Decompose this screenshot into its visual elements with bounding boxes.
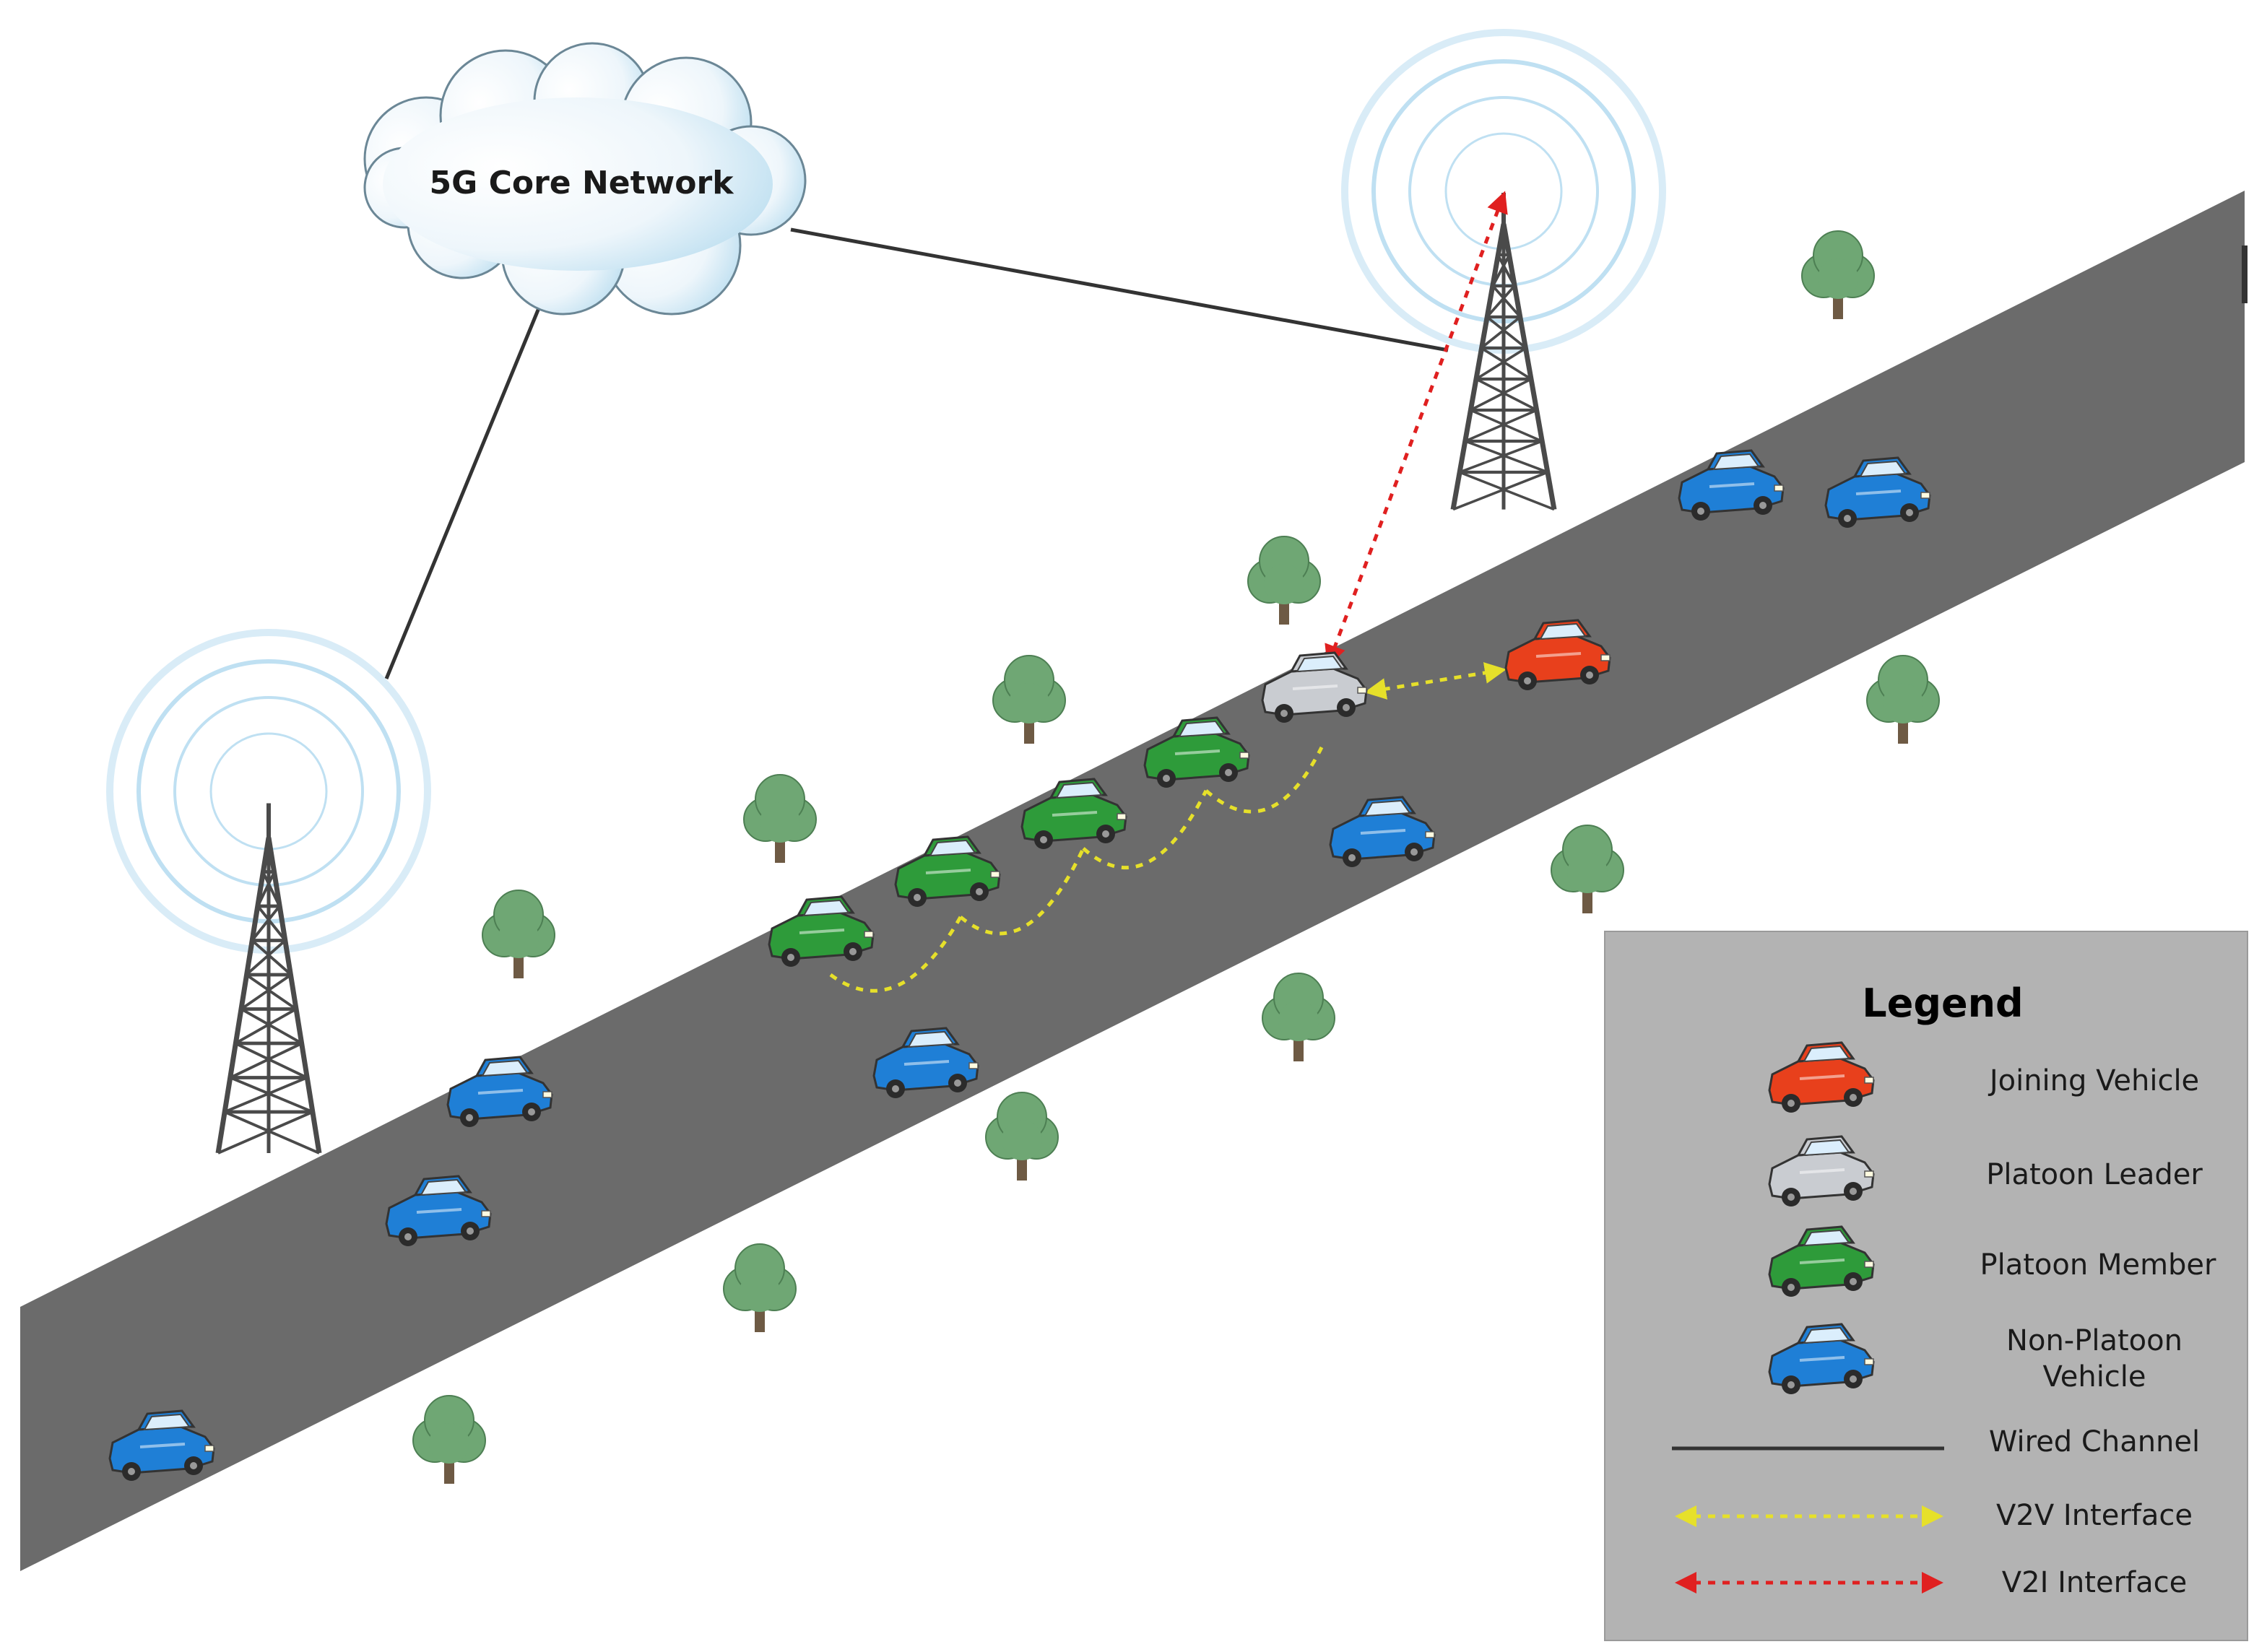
road-end-marker — [2242, 245, 2248, 303]
tree — [1247, 536, 1321, 625]
road — [20, 191, 2245, 1571]
legend-platoon-leader-label: Platoon Leader — [1986, 1158, 2203, 1191]
legend-non-platoon-label-line1: Non-Platoon — [2006, 1324, 2183, 1357]
legend-wired-channel-label: Wired Channel — [1989, 1425, 2200, 1458]
5g-core-network-cloud: 5G Core Network — [363, 42, 807, 316]
tree — [1551, 825, 1624, 914]
tree — [985, 1092, 1059, 1181]
v2i-interface-leader-tower — [1325, 191, 1508, 667]
tree — [482, 890, 555, 979]
tree — [1262, 973, 1335, 1062]
wired-channel-cloud-left-tower — [384, 292, 547, 679]
tree — [1801, 230, 1875, 320]
cell-tower-right — [1453, 193, 1554, 510]
legend-v2i-interface-label: V2I Interface — [2002, 1566, 2187, 1599]
tree — [1866, 655, 1940, 744]
wired-channel-cloud-right-tower — [790, 227, 1449, 352]
tree — [412, 1395, 486, 1484]
legend-title: Legend — [1862, 981, 2023, 1026]
legend: Legend Joining Vehicle Platoon Leader Pl… — [1604, 931, 2248, 1641]
legend-platoon-member-label: Platoon Member — [1980, 1248, 2217, 1282]
tree — [743, 774, 817, 864]
tree — [992, 655, 1066, 744]
legend-box — [1604, 931, 2248, 1641]
cell-tower-left — [218, 804, 319, 1154]
cloud-label: 5G Core Network — [430, 165, 735, 201]
legend-non-platoon-label-line2: Vehicle — [2042, 1360, 2146, 1394]
legend-joining-vehicle-label: Joining Vehicle — [1988, 1064, 2199, 1097]
tree — [723, 1243, 797, 1333]
legend-v2v-interface-label: V2V Interface — [1996, 1499, 2193, 1532]
v2v-links-platoon — [829, 746, 1324, 993]
